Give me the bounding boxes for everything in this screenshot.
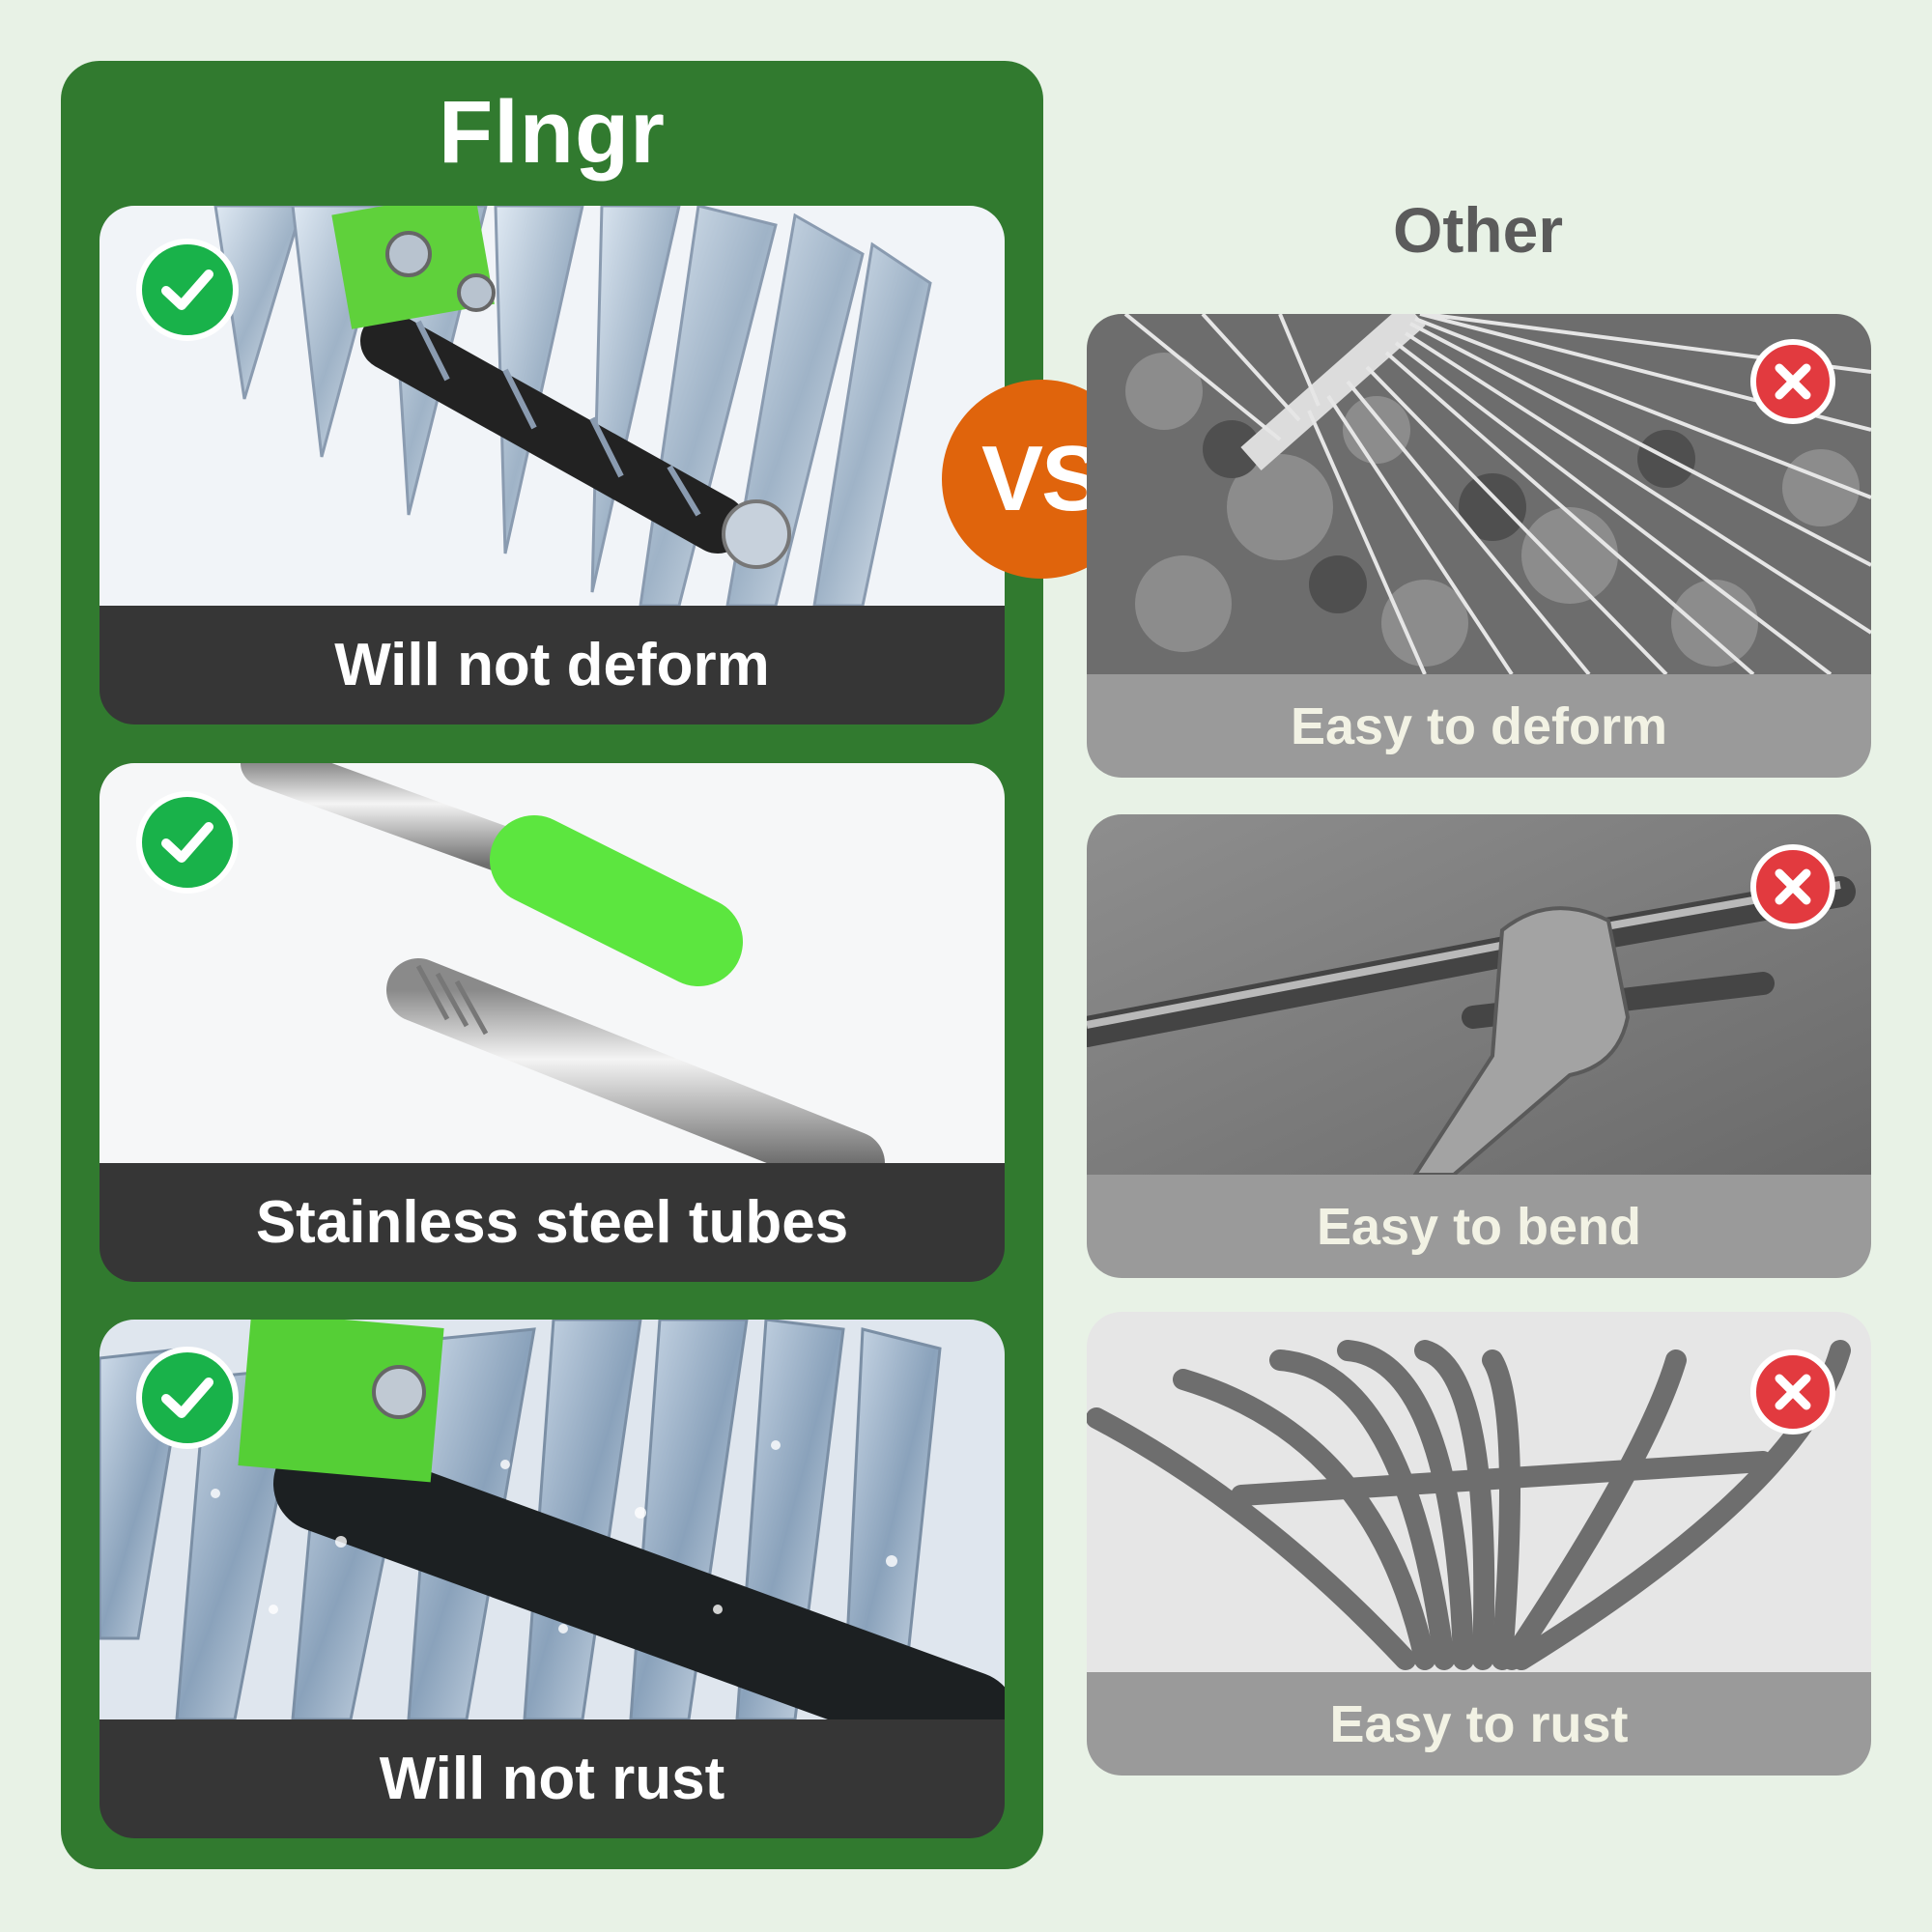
- good-label: Stainless steel tubes: [99, 1163, 1005, 1282]
- check-icon: [136, 239, 239, 341]
- good-label: Will not rust: [99, 1719, 1005, 1838]
- bad-card-deform: Easy to deform: [1087, 314, 1871, 778]
- bad-label: Easy to deform: [1087, 674, 1871, 778]
- good-card-deform: Will not deform: [99, 206, 1005, 724]
- cross-icon: [1750, 844, 1835, 929]
- cross-icon: [1750, 339, 1835, 424]
- other-title: Other: [1392, 194, 1564, 266]
- check-icon: [136, 791, 239, 894]
- rake-tines-photo: [99, 206, 1005, 606]
- brand-title: Flngr: [439, 83, 666, 182]
- good-label: Will not deform: [99, 606, 1005, 724]
- bad-label: Easy to bend: [1087, 1175, 1871, 1278]
- good-card-tubes: Stainless steel tubes: [99, 763, 1005, 1282]
- cross-icon: [1750, 1350, 1835, 1435]
- check-icon: [136, 1347, 239, 1449]
- rusty-rake-photo: [1087, 1312, 1871, 1672]
- good-card-rust: Will not rust: [99, 1320, 1005, 1838]
- steel-tube-photo: [99, 763, 1005, 1163]
- bent-pole-photo: [1087, 814, 1871, 1175]
- wire-rake-photo: [1087, 314, 1871, 674]
- wet-rake-photo: [99, 1320, 1005, 1719]
- bad-label: Easy to rust: [1087, 1672, 1871, 1776]
- bad-card-bend: Easy to bend: [1087, 814, 1871, 1278]
- bad-card-rust: Easy to rust: [1087, 1312, 1871, 1776]
